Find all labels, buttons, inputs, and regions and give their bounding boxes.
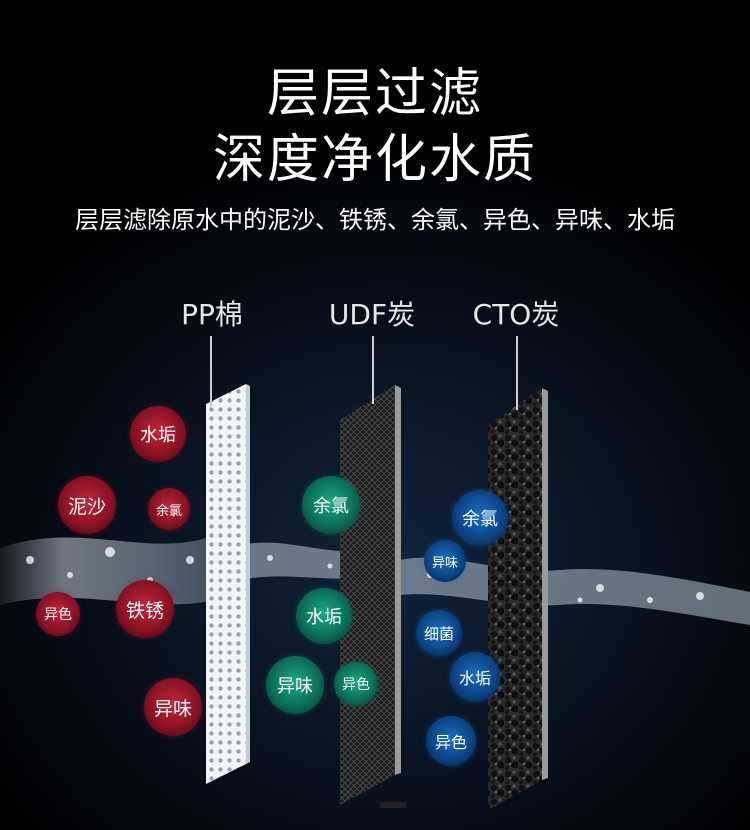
- impurity-scale-ball: 水垢: [130, 406, 186, 462]
- impurity-color-ball: 异色: [334, 662, 378, 706]
- impurity-chlorine-ball: 余氯: [148, 488, 190, 530]
- impurity-odor-ball: 异味: [424, 540, 466, 582]
- udf-filter-panel: [340, 385, 406, 808]
- layer-label-udf: UDF炭: [328, 298, 416, 331]
- headline-line-2: 深度净化水质: [212, 130, 537, 190]
- impurity-odor-ball: 异味: [144, 678, 202, 736]
- pp-filter-panel: [206, 384, 250, 784]
- leader-line-udf: [372, 336, 374, 404]
- impurity-chlorine-ball: 余氯: [452, 490, 508, 546]
- impurity-scale-ball: 水垢: [296, 588, 352, 644]
- impurity-scale-ball: 水垢: [450, 652, 500, 702]
- leader-line-cto: [516, 336, 518, 410]
- impurity-color-ball: 异色: [36, 592, 80, 636]
- impurity-odor-ball: 异味: [266, 656, 324, 714]
- impurity-color-ball: 异色: [426, 716, 476, 766]
- impurity-sediment-ball: 泥沙: [58, 476, 116, 534]
- layer-label-cto: CTO炭: [472, 298, 560, 331]
- impurity-rust-ball: 铁锈: [116, 580, 174, 638]
- layer-label-pp: PP棉: [181, 298, 243, 331]
- impurity-bacteria-ball: 细菌: [416, 610, 462, 656]
- leader-line-pp: [210, 336, 212, 408]
- impurity-chlorine-ball: 余氯: [302, 476, 360, 534]
- cto-filter-panel: [488, 388, 548, 810]
- headline-line-1: 层层过滤: [266, 64, 483, 124]
- headline-subtitle: 层层滤除原水中的泥沙、铁锈、余氯、异色、异味、水垢: [75, 206, 675, 234]
